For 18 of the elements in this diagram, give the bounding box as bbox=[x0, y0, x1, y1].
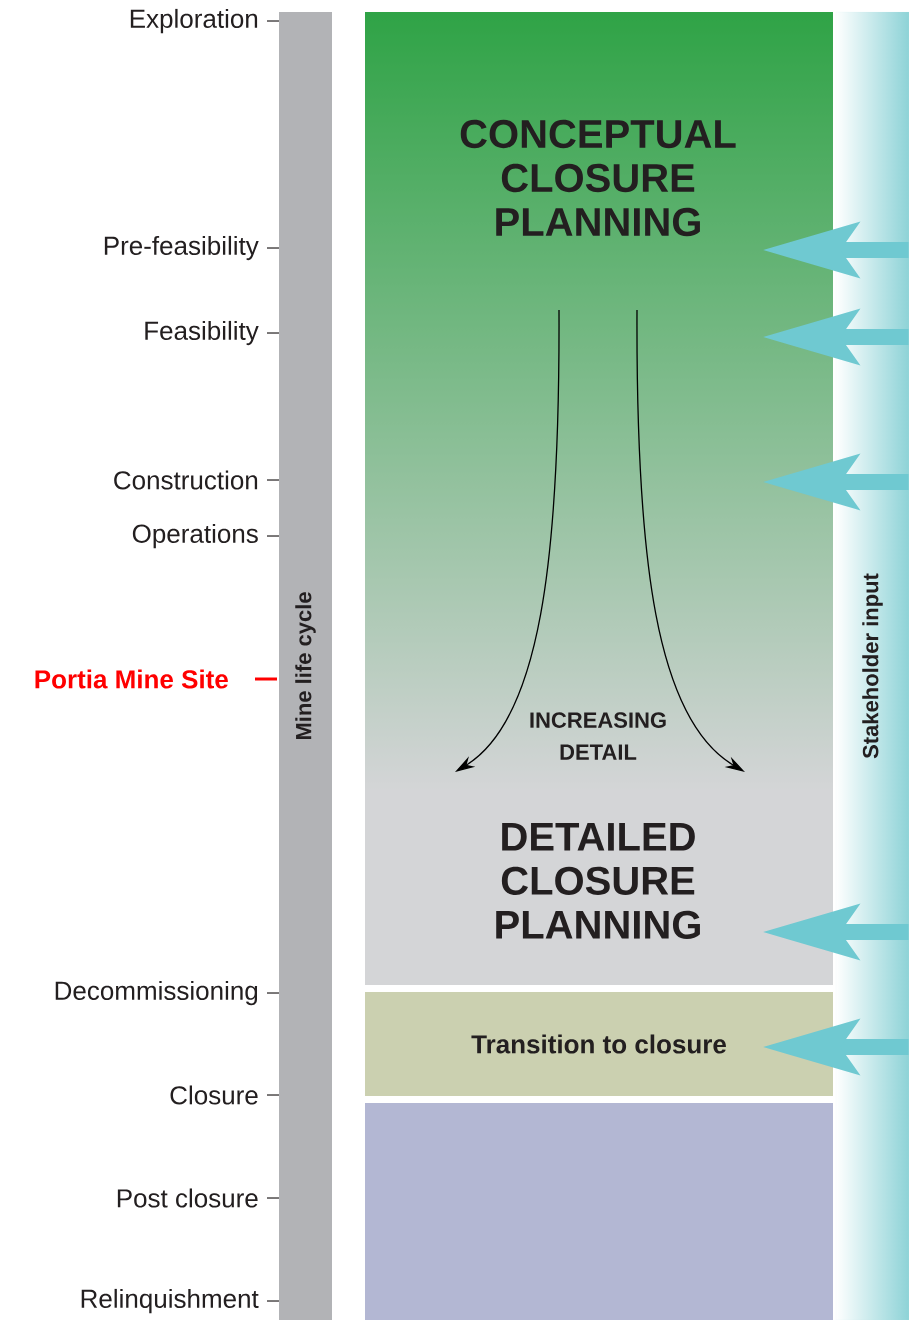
stage-label: Exploration bbox=[130, 8, 258, 34]
stage-label: Post closure bbox=[117, 1188, 258, 1208]
arrow-label: INCREASING DETAIL bbox=[530, 712, 666, 760]
stage-label: Closure bbox=[170, 1085, 258, 1105]
planning-box bbox=[365, 12, 833, 985]
stage-box bbox=[365, 1103, 833, 1320]
stage-label: Pre-feasibility bbox=[104, 235, 259, 261]
stage-label: Operations bbox=[132, 523, 258, 549]
stage-label: Relinquishment bbox=[81, 1288, 259, 1314]
site-label: Portia Mine Site bbox=[35, 669, 228, 689]
stage-box: Transition to closure bbox=[365, 992, 833, 1096]
stage-label: Construction bbox=[114, 470, 258, 490]
input-band: Stakeholder input bbox=[835, 11, 909, 1320]
stage-label: Feasibility bbox=[145, 320, 259, 346]
box-title: CONCEPTUAL CLOSURE PLANNING bbox=[460, 119, 736, 237]
box-title: DETAILED CLOSURE PLANNING bbox=[496, 823, 700, 939]
timeline-bar: Mine life cycle bbox=[279, 12, 332, 1320]
stage-label: Decommissioning bbox=[55, 980, 258, 1006]
